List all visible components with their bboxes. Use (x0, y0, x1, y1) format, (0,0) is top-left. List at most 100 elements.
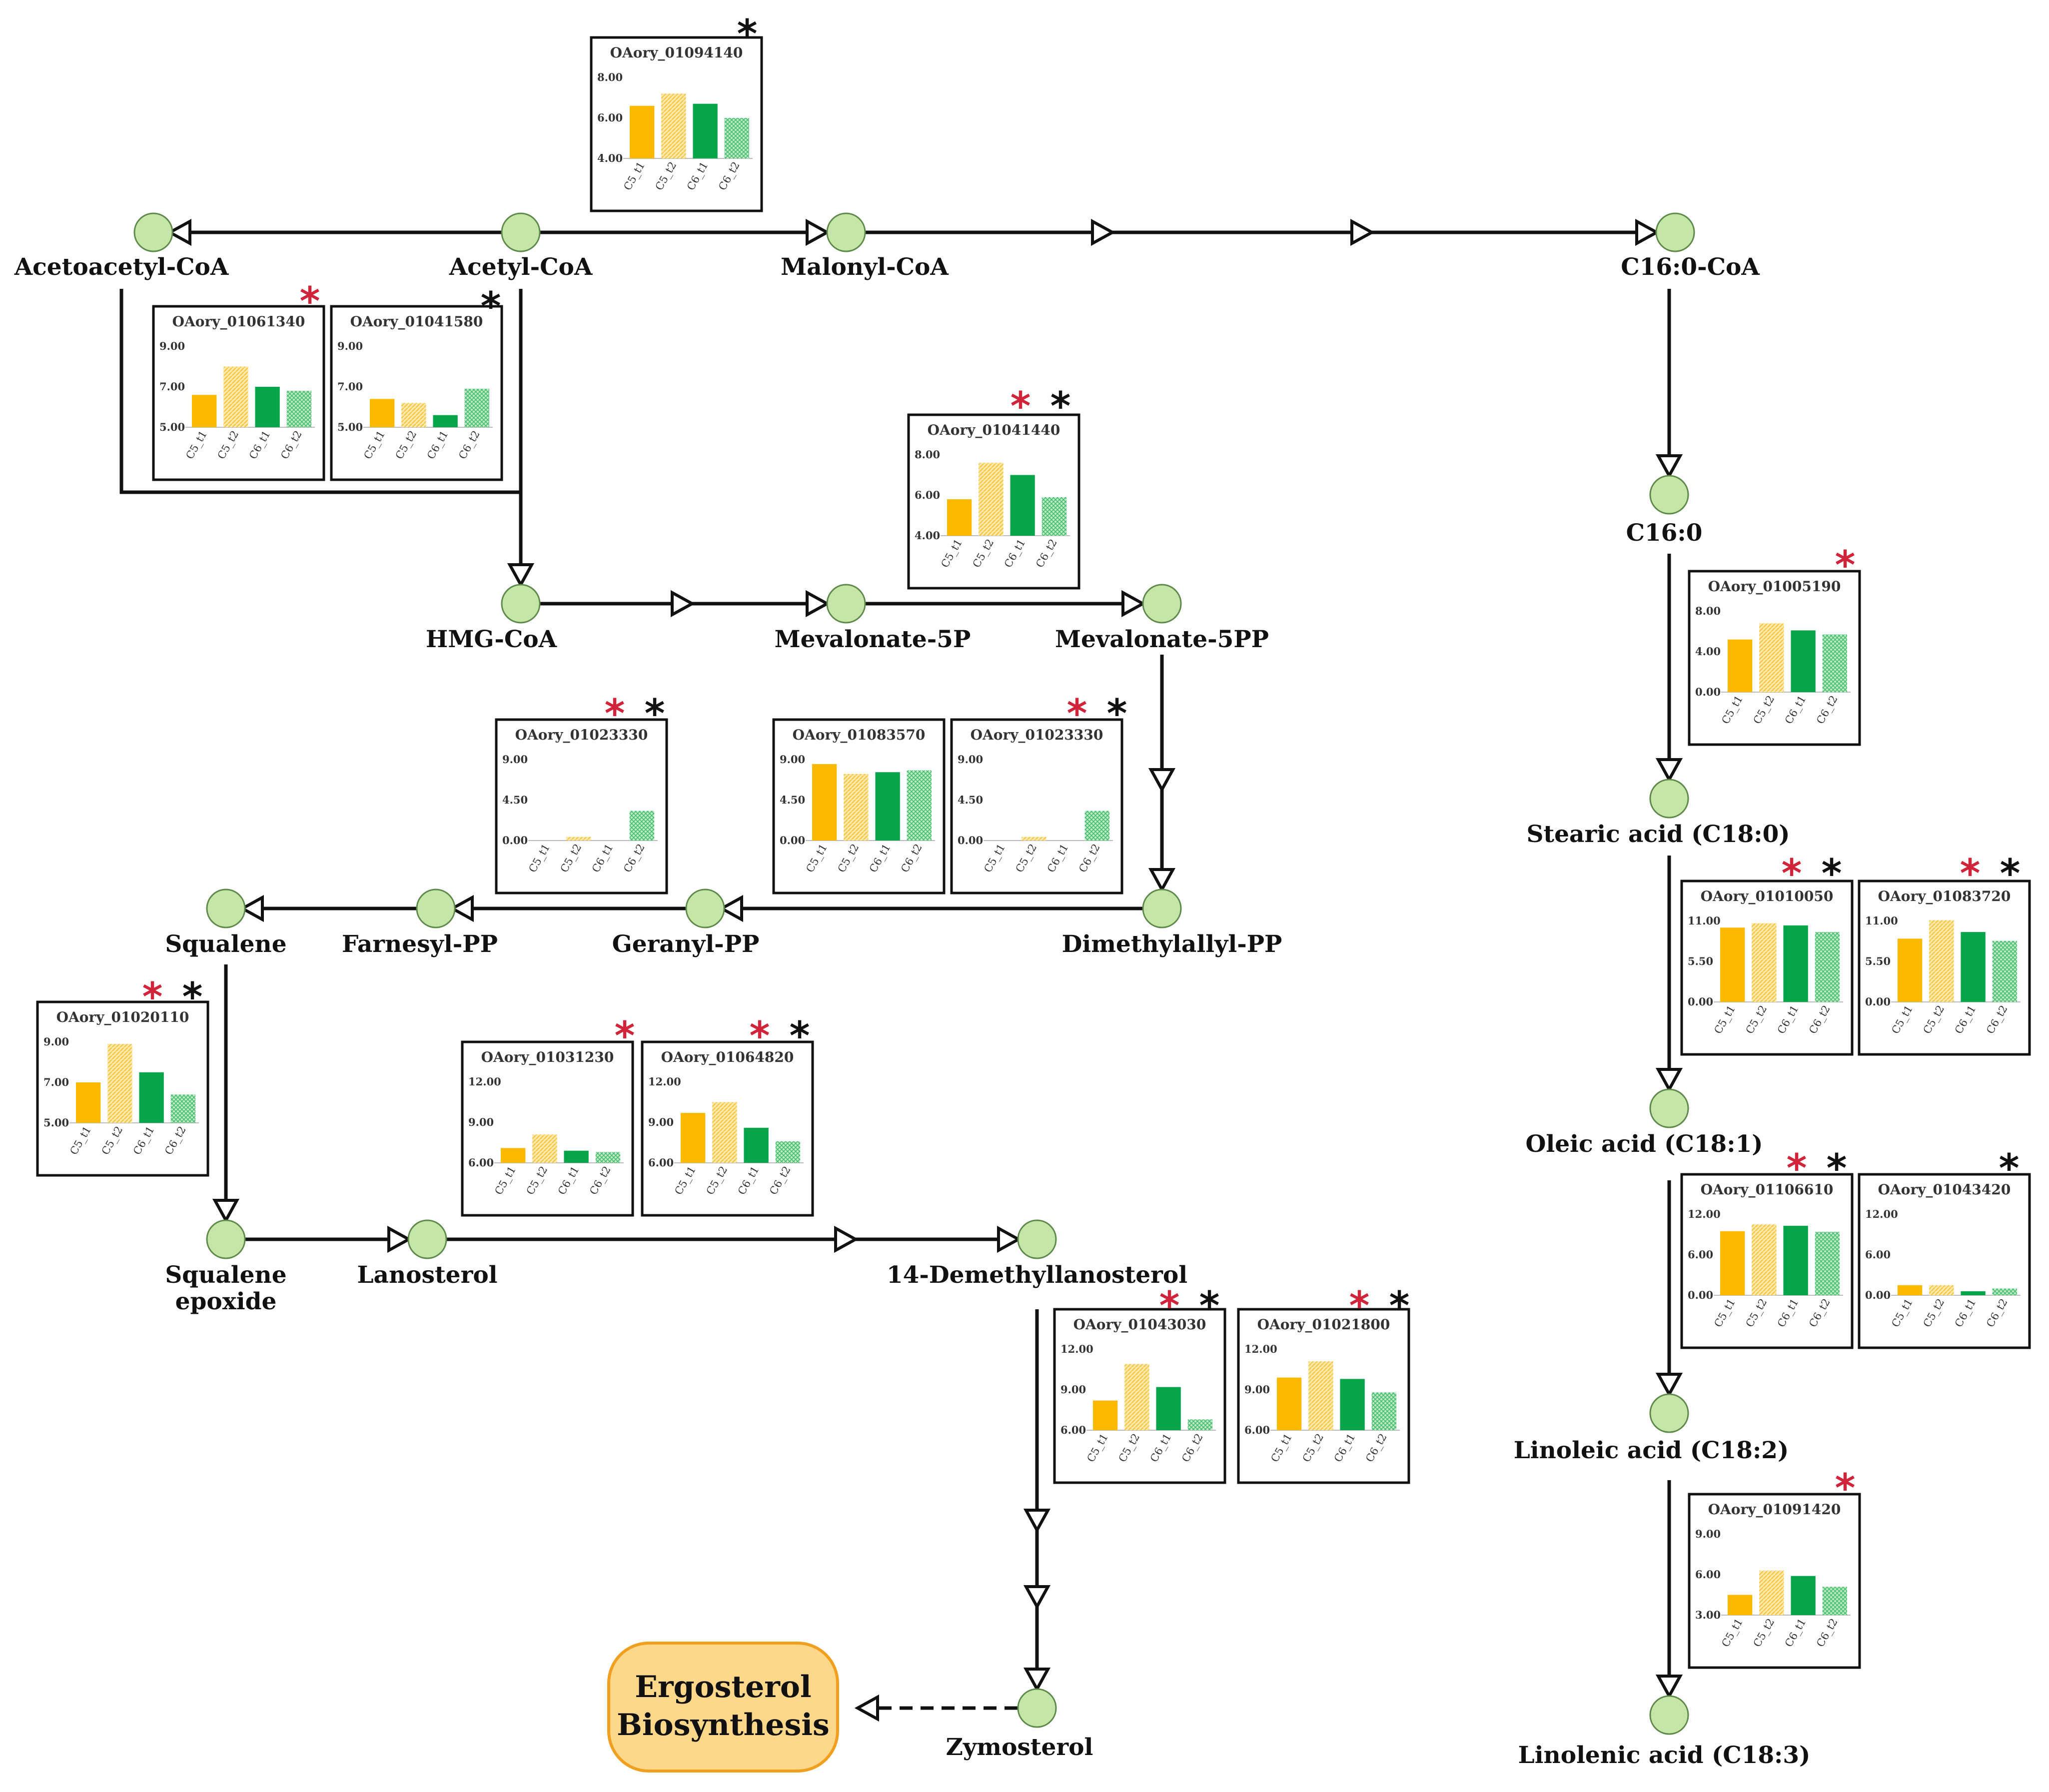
y-tick-label: 5.00 (43, 1116, 69, 1129)
chart-frame (36, 1000, 209, 1177)
significance-star-black: * (182, 975, 203, 1020)
bar-C6_t1 (1340, 1379, 1365, 1430)
y-tick-label: 6.00 (915, 489, 940, 501)
metabolite-label-oleic: Oleic acid (C18:1) (1525, 1130, 1763, 1158)
metabolite-node-dmapp (1142, 889, 1182, 928)
metabolite-label-linoleic: Linoleic acid (C18:2) (1514, 1437, 1789, 1464)
significance-star-black: * (1107, 692, 1127, 737)
chart-title: OAory_01083720 (1878, 888, 2011, 904)
metabolite-label-farnesyl: Farnesyl-PP (342, 930, 498, 958)
y-tick-label: 11.00 (1865, 914, 1898, 927)
bar-C6_t2 (1371, 1392, 1397, 1430)
bar-C5_t2 (1124, 1364, 1149, 1430)
chart-frame (950, 718, 1123, 895)
significance-star-red: * (1349, 1284, 1370, 1329)
bar-C5_t1 (500, 1148, 526, 1163)
chart-title: OAory_01023330 (971, 727, 1103, 743)
bar-C5_t2 (107, 1044, 132, 1123)
metabolite-node-oleic (1649, 1088, 1689, 1128)
bar-C5_t2 (1022, 837, 1046, 841)
bar-C6_t2 (1815, 932, 1840, 1002)
y-tick-label: 6.00 (648, 1156, 674, 1169)
significance-star-red: * (1835, 543, 1856, 588)
bar-C5_t1 (1897, 1285, 1923, 1295)
bar-C6_t1 (139, 1072, 164, 1123)
y-tick-label: 0.00 (502, 834, 528, 847)
chart-title: OAory_01083570 (793, 727, 926, 743)
chart-title: OAory_01031230 (481, 1049, 614, 1065)
chart-title: OAory_01010050 (1701, 888, 1834, 904)
bar-C6_t1 (744, 1127, 769, 1163)
bar-C5_t1 (629, 105, 655, 158)
significance-star-black: * (737, 12, 758, 57)
significance-star-red: * (300, 279, 320, 324)
bar-C6_t1 (1783, 1225, 1808, 1295)
metabolite-label-sqepox: Squalene (165, 1261, 286, 1289)
bar-C6_t2 (724, 118, 750, 158)
y-tick-label: 12.00 (1865, 1208, 1898, 1220)
y-tick-label: 6.00 (468, 1156, 494, 1169)
y-tick-label: 5.00 (159, 421, 185, 433)
metabolite-label-squalene: Squalene (165, 930, 286, 958)
significance-star-red: * (1782, 852, 1802, 896)
bar-C6_t1 (1156, 1387, 1181, 1430)
bar-C5_t2 (566, 837, 591, 841)
bar-C6_t2 (170, 1094, 196, 1123)
bar-C5_t1 (369, 399, 395, 427)
bar-C5_t1 (1720, 1231, 1745, 1295)
metabolite-node-squalene (206, 889, 246, 928)
significance-star-red: * (750, 1014, 770, 1059)
final-product-line-1: Ergosterol (635, 1670, 811, 1705)
y-tick-label: 3.00 (1695, 1609, 1721, 1621)
bar-C5_t1 (1276, 1377, 1302, 1430)
bar-C6_t2 (1041, 497, 1067, 536)
metabolite-label-dmapp: Dimethylallyl-PP (1062, 930, 1282, 958)
y-tick-label: 6.00 (1865, 1248, 1891, 1261)
final-product-line-2: Biosynthesis (617, 1708, 830, 1743)
significance-star-black: * (1389, 1284, 1410, 1329)
y-tick-label: 9.00 (337, 340, 363, 352)
significance-star-black: * (1050, 384, 1071, 429)
significance-star-black: * (645, 692, 665, 737)
metabolite-node-mev5pp (1142, 584, 1182, 624)
bar-C5_t2 (532, 1134, 557, 1163)
metabolite-label-sqepox: epoxide (175, 1288, 277, 1315)
y-tick-label: 4.50 (502, 794, 528, 806)
bar-C5_t1 (947, 499, 972, 536)
y-tick-label: 7.00 (159, 380, 185, 393)
y-tick-label: 4.00 (915, 529, 940, 542)
bar-C6_t2 (286, 391, 312, 427)
bar-C6_t1 (1791, 1576, 1816, 1615)
bar-C6_t2 (1084, 811, 1110, 841)
chart-title: OAory_01020110 (56, 1009, 189, 1025)
significance-star-red: * (1960, 852, 1981, 896)
chart-frame (1858, 1173, 2031, 1349)
bar-C6_t1 (1010, 475, 1035, 536)
bar-C5_t2 (1752, 1224, 1777, 1295)
metabolite-label-lanosterol: Lanosterol (357, 1261, 497, 1289)
y-tick-label: 0.00 (1865, 1289, 1891, 1301)
significance-star-black: * (1827, 1146, 1847, 1191)
metabolite-label-geranyl: Geranyl-PP (612, 930, 760, 958)
significance-star-red: * (1835, 1466, 1856, 1511)
y-tick-label: 9.00 (780, 753, 805, 766)
y-tick-label: 5.50 (1688, 955, 1713, 967)
metabolite-label-demethyl: 14-Demethyllanosterol (887, 1261, 1187, 1289)
bar-C6_t2 (907, 770, 932, 841)
chart-frame (461, 1040, 634, 1217)
bar-C6_t2 (595, 1152, 621, 1163)
y-tick-label: 12.00 (648, 1075, 681, 1088)
metabolite-label-stearic: Stearic acid (C18:0) (1526, 821, 1790, 848)
bar-C6_t1 (1783, 925, 1808, 1002)
